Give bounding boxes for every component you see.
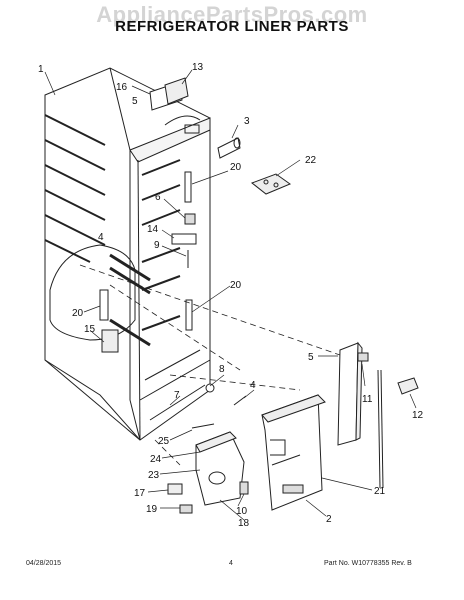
callout-20-right: 20 bbox=[230, 280, 242, 291]
callout-14: 14 bbox=[147, 224, 159, 235]
part-21-strip bbox=[377, 369, 384, 489]
callout-18: 18 bbox=[238, 518, 250, 529]
callout-24: 24 bbox=[150, 454, 162, 465]
part-17 bbox=[167, 483, 183, 495]
part-6 bbox=[184, 213, 196, 225]
callout-20-top: 20 bbox=[230, 162, 242, 173]
callout-12: 12 bbox=[412, 410, 424, 421]
callout-2: 2 bbox=[326, 514, 332, 525]
part-5-panel bbox=[337, 341, 369, 446]
part-15 bbox=[101, 329, 119, 353]
part-25 bbox=[191, 423, 215, 429]
callout-3: 3 bbox=[244, 116, 250, 127]
callout-10: 10 bbox=[236, 506, 248, 517]
footer-date: 04/28/2015 bbox=[26, 560, 62, 567]
callout-1: 1 bbox=[38, 64, 44, 75]
callout-23: 23 bbox=[148, 470, 160, 481]
part-4 bbox=[233, 395, 247, 406]
callout-7: 7 bbox=[174, 390, 180, 401]
part-20-strip-a bbox=[184, 171, 192, 203]
part-3-pin bbox=[217, 137, 241, 159]
callout-13: 13 bbox=[192, 62, 204, 73]
part-13-16-bracket bbox=[149, 77, 189, 111]
part-8 bbox=[205, 383, 215, 393]
part-14 bbox=[171, 233, 197, 245]
footer-part-number: Part No. W10778355 Rev. B bbox=[324, 560, 412, 567]
part-12 bbox=[397, 377, 419, 395]
callout-9: 9 bbox=[154, 240, 160, 251]
callout-20-left: 20 bbox=[72, 308, 84, 319]
callout-8: 8 bbox=[219, 364, 225, 375]
callout-11: 11 bbox=[362, 394, 373, 405]
liner-body bbox=[44, 67, 211, 441]
callout-19: 19 bbox=[146, 504, 158, 515]
callout-15: 15 bbox=[84, 324, 96, 335]
page-title: REFRIGERATOR LINER PARTS bbox=[115, 18, 349, 35]
callout-6: 6 bbox=[155, 192, 161, 203]
watermark: AppliancePartsPros.com bbox=[96, 2, 368, 27]
part-23-duct bbox=[195, 431, 249, 506]
callout-5-right: 5 bbox=[308, 352, 314, 363]
part-20-strip-c bbox=[99, 289, 109, 321]
callout-25: 25 bbox=[158, 436, 170, 447]
callout-16: 16 bbox=[116, 82, 128, 93]
part-22 bbox=[250, 173, 292, 195]
callout-21: 21 bbox=[374, 486, 386, 497]
part-2-cover bbox=[261, 394, 326, 511]
callout-17: 17 bbox=[134, 488, 146, 499]
callout-4: 4 bbox=[250, 380, 256, 391]
callout-5-top: 5 bbox=[132, 96, 138, 107]
callout-4-left: 4 bbox=[98, 232, 104, 243]
part-20-strip-b bbox=[185, 299, 193, 331]
part-19 bbox=[179, 504, 193, 514]
footer-page-number: 4 bbox=[229, 560, 233, 567]
callout-22: 22 bbox=[305, 155, 317, 166]
